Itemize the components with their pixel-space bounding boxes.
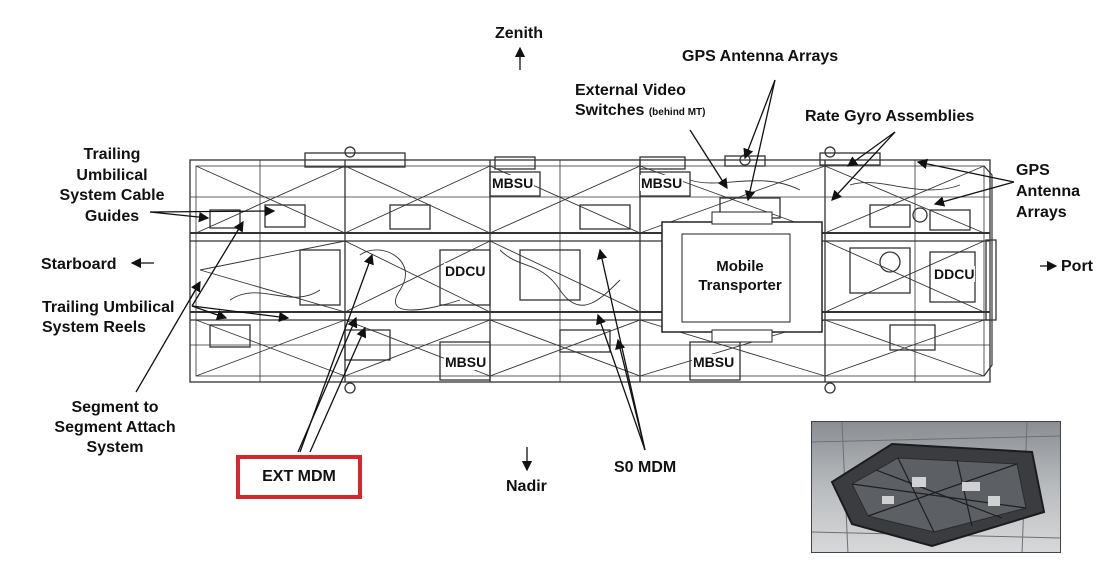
- external-video-line1: External Video: [575, 82, 686, 99]
- ddcu-tag: DDCU: [933, 266, 976, 282]
- ddcu-tag: DDCU: [444, 263, 487, 279]
- tus-reels-label: Trailing Umbilical System Reels: [42, 298, 174, 338]
- external-video-switches-text: Switches: [575, 102, 645, 119]
- behind-mt-note: (behind MT): [648, 107, 706, 118]
- gps-right-line3: Arrays: [1016, 204, 1067, 221]
- mobile-transporter-block: [661, 211, 823, 343]
- starboard-label: Starboard: [41, 256, 117, 273]
- leader-lines: [130, 46, 1058, 472]
- mbsu-tag: MBSU: [640, 175, 684, 191]
- tus-cable-guides-label: Trailing Umbilical System Cable Guides: [52, 145, 172, 227]
- external-video-label: External Video Switches (behind MT): [575, 81, 705, 123]
- tusr-line1: Trailing Umbilical: [42, 299, 175, 316]
- ssas-line2: Segment Attach: [54, 419, 176, 436]
- tusc-line3: System Cable: [59, 187, 165, 204]
- ssas-line1: Segment to: [71, 399, 159, 416]
- mt-line1: Mobile: [716, 258, 764, 275]
- gps-antenna-top-label: GPS Antenna Arrays: [682, 48, 839, 65]
- s0-mdm-label: S0 MDM: [614, 459, 677, 476]
- mobile-transporter-label: Mobile Transporter: [690, 257, 790, 295]
- ssas-line3: System: [86, 439, 144, 456]
- gps-right-line2: Antenna: [1016, 183, 1080, 200]
- rate-gyro-label: Rate Gyro Assemblies: [805, 108, 975, 125]
- truss-structure: [189, 146, 997, 394]
- mbsu-tag: MBSU: [692, 354, 736, 370]
- gps-right-line1: GPS: [1016, 162, 1050, 179]
- external-video-line2: Switches (behind MT): [575, 101, 705, 123]
- truss-photo-inset: [811, 421, 1061, 553]
- tusc-line2: Umbilical: [76, 166, 148, 184]
- ext-mdm-highlight-box: EXT MDM: [236, 455, 362, 499]
- tusr-line2: System Reels: [42, 319, 147, 336]
- segment-attach-label: Segment to Segment Attach System: [45, 398, 185, 458]
- mbsu-tag: MBSU: [444, 354, 488, 370]
- nadir-label: Nadir: [506, 478, 547, 495]
- port-label: Port: [1061, 258, 1093, 275]
- tusc-line1: Trailing: [83, 146, 141, 163]
- gps-antenna-right-label: GPS Antenna Arrays: [1016, 160, 1080, 223]
- mt-line2: Transporter: [698, 277, 782, 294]
- ext-mdm-label: EXT MDM: [262, 468, 336, 485]
- tusc-line4: Guides: [84, 207, 140, 225]
- mbsu-tag: MBSU: [491, 175, 535, 191]
- zenith-label: Zenith: [495, 25, 543, 42]
